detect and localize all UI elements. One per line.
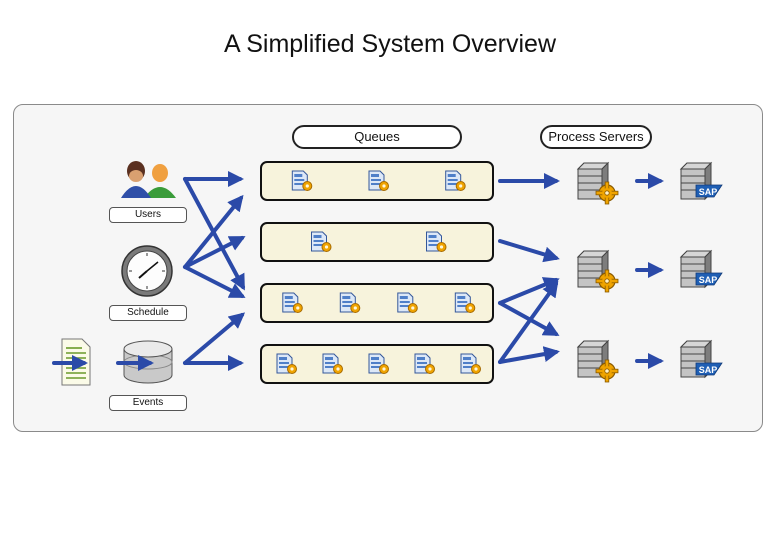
job-icon	[454, 292, 476, 313]
queue-3	[260, 283, 494, 323]
job-icon	[368, 170, 389, 191]
sap-label: SAP	[699, 275, 718, 285]
sap-label: SAP	[699, 365, 718, 375]
job-icon	[311, 231, 332, 252]
sap-systems: SAP SAP SAP	[680, 162, 723, 378]
clock-icon	[121, 245, 173, 297]
events-label: Events	[109, 395, 187, 411]
page-title: A Simplified System Overview	[223, 30, 557, 58]
sap-system-icon: SAP	[680, 340, 723, 378]
job-icon	[276, 353, 297, 374]
sap-label: SAP	[699, 187, 718, 197]
job-icon	[445, 170, 466, 191]
job-icon	[414, 353, 435, 374]
job-icon	[282, 292, 303, 313]
process-server-icon	[577, 340, 619, 383]
process-servers-header: Process Servers	[540, 125, 652, 149]
process-servers	[577, 162, 619, 383]
process-server-icon	[577, 250, 619, 293]
schedule-label: Schedule	[109, 305, 187, 321]
users-label: Users	[109, 207, 187, 223]
queues-header: Queues	[292, 125, 462, 149]
job-icon	[322, 353, 343, 374]
job-icon	[460, 353, 481, 374]
users-icon	[121, 161, 176, 198]
sap-system-icon: SAP	[680, 250, 723, 288]
process-server-icon	[577, 162, 619, 205]
arrows	[52, 171, 664, 371]
queue-2	[260, 222, 494, 262]
job-icon	[368, 353, 389, 374]
job-icon	[397, 292, 418, 313]
job-icon	[291, 170, 313, 191]
job-icon	[426, 231, 447, 252]
queue-jobs	[276, 170, 481, 374]
sap-system-icon: SAP	[680, 162, 723, 200]
job-icon	[339, 292, 361, 313]
